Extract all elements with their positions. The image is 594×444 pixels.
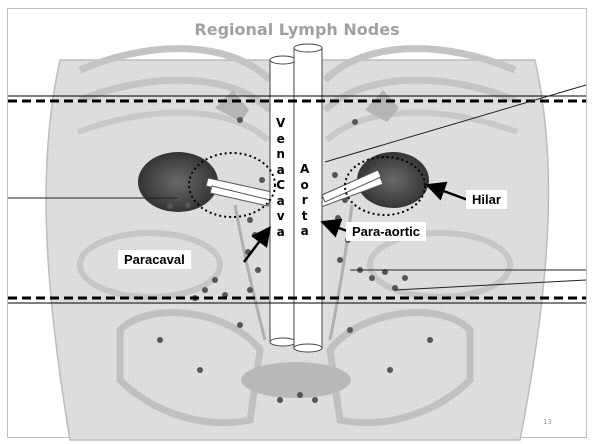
vessel-label-letter: a: [301, 224, 309, 240]
vessel-label-letter: A: [300, 162, 309, 178]
vessel-label-letter: a: [277, 194, 285, 210]
slide-number: 13: [543, 418, 552, 426]
left-kidney: [138, 152, 218, 212]
vessel-label-letter: r: [302, 193, 308, 209]
vessel-label-letter: e: [277, 132, 285, 148]
vessel-label-letter: a: [277, 225, 285, 241]
vessel-label-letter: C: [276, 178, 285, 194]
vessel-label-letter: V: [276, 116, 285, 132]
paracaval-label: Paracaval: [118, 250, 191, 269]
slide-title: Regional Lymph Nodes: [0, 20, 594, 39]
para-aortic-label: Para-aortic: [346, 222, 426, 241]
vessel-label-letter: v: [277, 209, 285, 225]
hilar-label: Hilar: [466, 190, 507, 209]
vessel-label-letter: o: [301, 178, 309, 194]
vessel-label-letter: a: [277, 163, 285, 179]
vessel-label-letter: n: [276, 147, 285, 163]
vessel-label-letter: t: [302, 209, 308, 225]
